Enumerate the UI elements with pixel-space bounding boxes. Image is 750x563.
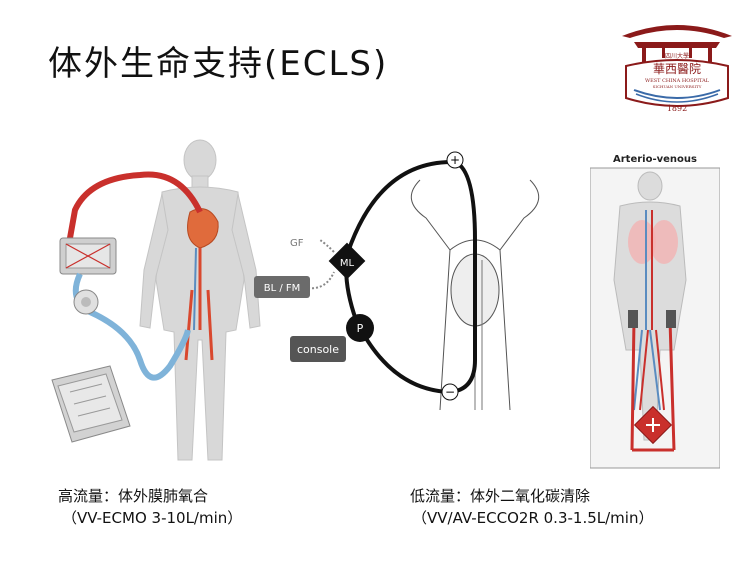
minus-label: −: [445, 385, 455, 399]
circuit-tubing: [344, 159, 456, 394]
logo-text-en2: SICHUAN UNIVERSITY: [653, 84, 702, 89]
heart-vessels: [184, 208, 219, 361]
console-label: console: [297, 343, 339, 356]
p-label: P: [357, 322, 364, 335]
return-cannula: [67, 171, 203, 239]
logo-text-en1: WEST CHINA HOSPITAL: [645, 78, 710, 84]
ecco2r-circuit-diagram: + − ML GF BL / FM P console: [254, 151, 540, 410]
console-box: [290, 336, 346, 362]
logo-text-main: 華西醫院: [653, 62, 701, 76]
ml-label: ML: [340, 258, 355, 269]
venous-port-marker: [441, 383, 459, 401]
caption-left-main: 高流量：体外膜肺氧合: [58, 487, 209, 505]
plus-label: +: [450, 153, 460, 167]
caption-left-sub: （VV-ECMO 3-10L/min）: [62, 509, 243, 527]
caption-right-main: 低流量：体外二氧化碳清除: [410, 487, 591, 505]
pump-p: [346, 314, 374, 342]
arterio-venous-title: Arterio-venous: [613, 154, 697, 165]
gf-label: GF: [290, 238, 304, 249]
arterio-venous-illustration: Arterio-venous: [590, 154, 720, 469]
connector-left: [628, 310, 638, 328]
logo-text-top: 四川大學: [665, 52, 689, 60]
west-china-hospital-logo: 四川大學 華西醫院 WEST CHINA HOSPITAL SICHUAN UN…: [622, 25, 732, 113]
bl-fm-box: [254, 276, 310, 298]
ecmo-illustration: [51, 139, 261, 461]
slide-title: 体外生命支持(ECLS): [48, 44, 389, 84]
ecmo-console: [51, 365, 131, 443]
connector-right: [666, 310, 676, 328]
membrane-lung: [328, 242, 366, 280]
logo-year: 1892: [667, 104, 687, 113]
oxygenator: [59, 237, 117, 275]
arterial-port-marker: [446, 151, 464, 169]
bl-fm-label: BL / FM: [264, 283, 301, 294]
caption-right-sub: （VV/AV-ECCO2R 0.3-1.5L/min）: [412, 509, 654, 527]
centrifugal-pump: [73, 289, 99, 315]
